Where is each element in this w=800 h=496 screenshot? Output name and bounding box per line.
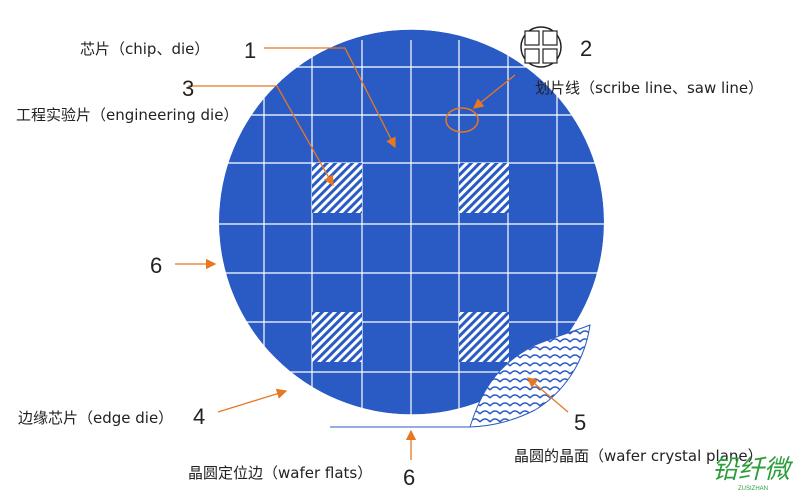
logo-subtext: ZUSIZHAN bbox=[738, 486, 768, 492]
arrow-plane bbox=[527, 377, 569, 413]
crystal-plane-region bbox=[469, 324, 591, 428]
arrow-engineering bbox=[188, 85, 334, 187]
scribe-line-marker bbox=[445, 107, 479, 133]
label-chip: 芯片（chip、die） bbox=[80, 40, 209, 58]
label-engineering-num: 3 bbox=[182, 76, 194, 101]
callout-arrows bbox=[175, 47, 569, 460]
engineering-die bbox=[312, 163, 362, 213]
label-flats-num: 6 bbox=[403, 465, 415, 490]
label-flat-left-num: 6 bbox=[150, 253, 162, 278]
arrow-chip bbox=[264, 47, 396, 149]
logo-text: 铅纤微 bbox=[712, 455, 794, 485]
label-scribe: 划片线（scribe line、saw line） bbox=[535, 79, 763, 97]
label-scribe-num: 2 bbox=[580, 36, 592, 61]
label-chip-num: 1 bbox=[244, 38, 256, 63]
wafer-flat-left-mask bbox=[200, 210, 219, 320]
watermark-logo: 铅纤微 ZUSIZHAN bbox=[712, 455, 794, 492]
engineering-die bbox=[312, 312, 362, 362]
scribe-symbol-icon bbox=[520, 26, 562, 68]
label-flats: 晶圆定位边（wafer flats） bbox=[188, 464, 372, 482]
engineering-die bbox=[459, 312, 509, 362]
label-edge: 边缘芯片（edge die） bbox=[18, 409, 173, 427]
label-engineering: 工程实验片（engineering die） bbox=[16, 106, 238, 124]
arrow-scribe bbox=[472, 74, 516, 109]
engineering-die bbox=[459, 163, 509, 213]
scribe-grid bbox=[219, 40, 604, 427]
wafer-flat-bottom-mask bbox=[300, 427, 500, 457]
label-edge-num: 4 bbox=[193, 404, 205, 429]
arrow-edge bbox=[217, 388, 288, 413]
label-plane-num: 5 bbox=[574, 410, 586, 435]
label-plane: 晶圆的晶面（wafer crystal plane） bbox=[514, 447, 763, 465]
